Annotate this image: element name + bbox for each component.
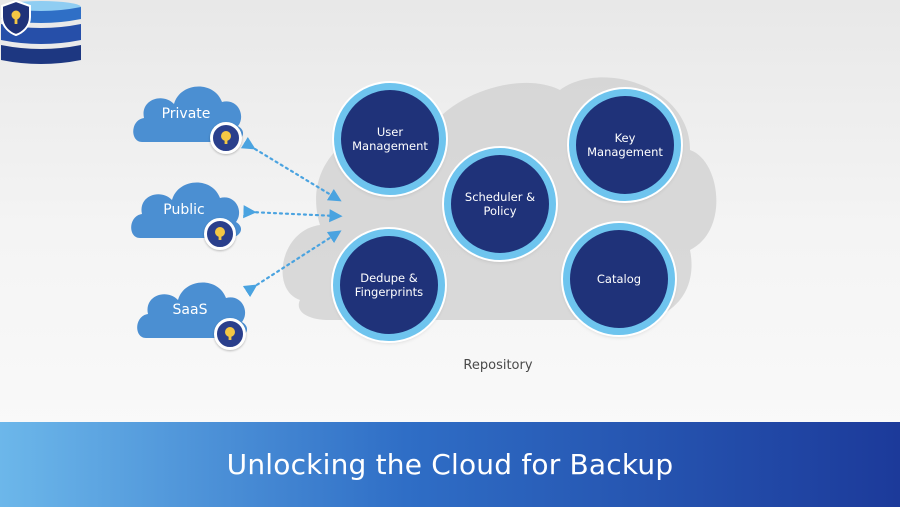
module-key-management[interactable]: Key Management: [569, 89, 681, 201]
source-label: SaaS: [172, 302, 208, 318]
module-user-management[interactable]: User Management: [334, 83, 446, 195]
module-label: Key Management: [587, 131, 663, 159]
title-banner: Unlocking the Cloud for Backup: [0, 422, 900, 507]
lock-icon: [204, 218, 236, 250]
module-label: Scheduler & Policy: [464, 190, 536, 218]
diagram-area: Private Public SaaS User Management Key …: [1, 0, 717, 373]
saas-cloud[interactable]: SaaS: [134, 272, 254, 352]
module-dedupe-fingerprints[interactable]: Dedupe & Fingerprints: [333, 229, 445, 341]
lock-icon: [210, 122, 242, 154]
module-label: User Management: [352, 125, 428, 153]
module-scheduler-policy[interactable]: Scheduler & Policy: [444, 148, 556, 260]
module-label: Catalog: [596, 272, 642, 286]
connection-arrows: [240, 136, 343, 298]
shield-lock-icon: [1, 0, 31, 36]
lock-icon: [214, 318, 246, 350]
source-label: Private: [161, 106, 211, 122]
banner-title: Unlocking the Cloud for Backup: [226, 448, 674, 481]
source-label: Public: [163, 202, 205, 218]
repository-label: Repository: [463, 358, 533, 373]
private-cloud[interactable]: Private: [130, 76, 250, 156]
public-cloud[interactable]: Public: [128, 172, 248, 252]
module-catalog[interactable]: Catalog: [563, 223, 675, 335]
module-label: Dedupe & Fingerprints: [354, 271, 424, 299]
